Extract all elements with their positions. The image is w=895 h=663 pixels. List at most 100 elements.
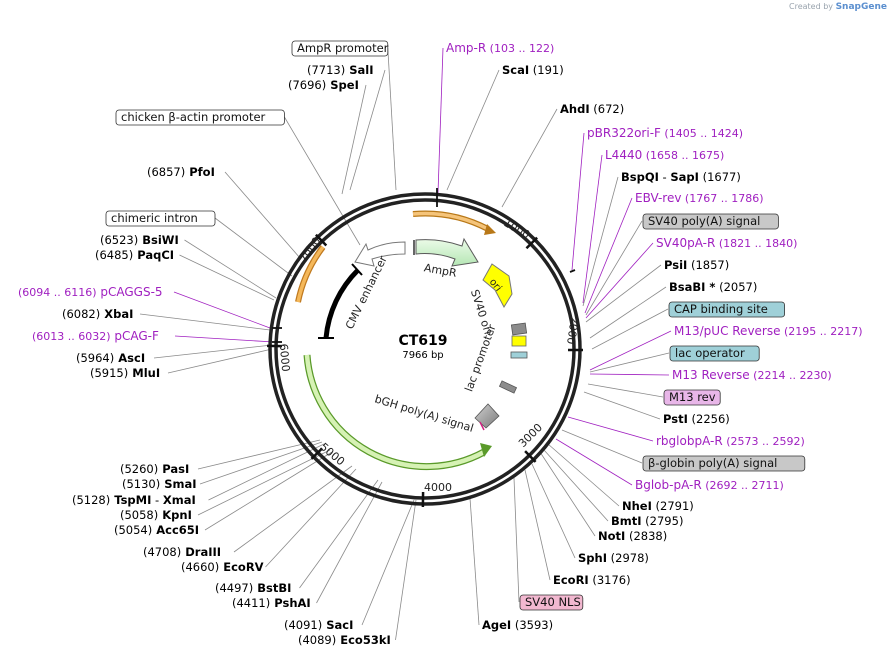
- label-m13-rev[interactable]: M13 rev: [663, 389, 721, 406]
- enzyme-label: (5054) Acc65I: [114, 523, 199, 537]
- feature-label-text: CAP binding site: [674, 302, 768, 316]
- leader-line: [589, 373, 670, 376]
- label-ecorv[interactable]: (4660) EcoRV: [181, 560, 264, 574]
- feature-label-text: AmpR promoter: [297, 41, 389, 55]
- label-l4440[interactable]: L4440 (1658 .. 1675): [605, 148, 724, 162]
- label-kpni[interactable]: (5058) KpnI: [120, 508, 192, 522]
- label-ampr-promoter[interactable]: AmpR promoter: [291, 40, 389, 57]
- leader-line: [437, 47, 444, 194]
- primer-label: (6013 .. 6032) pCAG-F: [32, 329, 159, 343]
- primer-label: (6094 .. 6116) pCAGGS-5: [18, 285, 163, 299]
- primer-label: SV40pA-R (1821 .. 1840): [656, 236, 797, 250]
- label-smai[interactable]: (5130) SmaI: [122, 477, 197, 491]
- enzyme-label: PsiI (1857): [664, 258, 729, 272]
- enzyme-label: (6857) PfoI: [147, 165, 215, 179]
- label-amp-r[interactable]: Amp-R (103 .. 122): [446, 41, 554, 55]
- ruler-tick-3000: [524, 450, 537, 463]
- enzyme-label: BsaBI * (2057): [669, 280, 757, 294]
- label-cap-binding-site[interactable]: CAP binding site: [668, 301, 785, 318]
- ruler-label-6000: 6000: [277, 343, 292, 372]
- label-agei[interactable]: AgeI (3593): [482, 618, 553, 632]
- promoter-small-arrow: [354, 241, 406, 267]
- leader-line: [265, 468, 357, 568]
- label-bsabi-[interactable]: BsaBI * (2057): [669, 280, 757, 294]
- inner-label-ampr: AmpR: [423, 261, 458, 280]
- label-rbglobpa-r[interactable]: rbglobpA-R (2573 .. 2592): [656, 434, 805, 448]
- label-bsiwi[interactable]: (6523) BsiWI: [100, 233, 179, 247]
- enzyme-label: (5915) MluI: [90, 366, 160, 380]
- leader-line: [361, 499, 415, 626]
- label-saci[interactable]: (4091) SacI: [284, 618, 353, 632]
- label-noti[interactable]: NotI (2838): [598, 529, 667, 543]
- label-pcag-f[interactable]: (6013 .. 6032) pCAG-F: [32, 329, 159, 343]
- leader-line: [583, 391, 661, 420]
- label-pasi[interactable]: (5260) PasI: [120, 462, 189, 476]
- label-spei[interactable]: (7696) SpeI: [288, 78, 359, 92]
- label-nhei[interactable]: NheI (2791): [622, 499, 694, 513]
- label--globin-poly-a-signal[interactable]: β-globin poly(A) signal: [642, 455, 806, 472]
- enzyme-label: (7696) SpeI: [288, 78, 359, 92]
- primer-label: rbglobpA-R (2573 .. 2592): [656, 434, 805, 448]
- label-mlui[interactable]: (5915) MluI: [90, 366, 160, 380]
- label-m13-puc-reverse[interactable]: M13/pUC Reverse (2195 .. 2217): [674, 324, 863, 338]
- ampr-feature-arrow: [415, 237, 479, 267]
- label-chimeric-intron[interactable]: chimeric intron: [105, 210, 216, 227]
- label-bstbi[interactable]: (4497) BstBI: [215, 581, 291, 595]
- label-ahdi[interactable]: AhdI (672): [560, 102, 624, 116]
- label-ebv-rev[interactable]: EBV-rev (1767 .. 1786): [635, 191, 764, 205]
- leader-line: [539, 451, 596, 537]
- label-bglob-pa-r[interactable]: Bglob-pA-R (2692 .. 2711): [635, 478, 784, 492]
- leader-line: [585, 264, 662, 323]
- label-sphi[interactable]: SphI (2978): [578, 551, 649, 565]
- label-chicken-actin-promoter[interactable]: chicken β-actin promoter: [115, 109, 285, 126]
- label-paqci[interactable]: (6485) PaqCI: [95, 248, 174, 262]
- ampr-promoter-arrowhead: [484, 224, 496, 235]
- leader-line: [589, 330, 672, 371]
- label-lac-operator[interactable]: lac operator: [669, 345, 760, 362]
- label-draiii[interactable]: (4708) DraIII: [143, 545, 221, 559]
- label-eco53ki[interactable]: (4089) Eco53kI: [298, 633, 391, 647]
- label-psti[interactable]: PstI (2256): [663, 412, 730, 426]
- enzyme-label: (6082) XbaI: [62, 307, 133, 321]
- enzyme-label: AhdI (672): [560, 102, 624, 116]
- enzyme-label: (4411) PshAI: [232, 596, 311, 610]
- label-bmti[interactable]: BmtI (2795): [611, 514, 683, 528]
- label-pfoi[interactable]: (6857) PfoI: [147, 165, 215, 179]
- leader-line: [387, 47, 397, 191]
- label-sv40pa-r[interactable]: SV40pA-R (1821 .. 1840): [656, 236, 797, 250]
- label-pshai[interactable]: (4411) PshAI: [232, 596, 311, 610]
- leader-line: [179, 254, 275, 301]
- label-sv40-poly-a-signal[interactable]: SV40 poly(A) signal: [642, 213, 779, 230]
- primer-label: EBV-rev (1767 .. 1786): [635, 191, 764, 205]
- label-pbr322ori-f[interactable]: pBR322ori-F (1405 .. 1424): [587, 126, 743, 140]
- enzyme-label: (6485) PaqCI: [95, 248, 174, 262]
- lac-operator-box: [510, 351, 528, 359]
- leader-line: [555, 438, 633, 486]
- ori-feature-arrow: [482, 263, 513, 309]
- enzyme-label: NotI (2838): [598, 529, 667, 543]
- leader-line: [567, 416, 654, 442]
- feature-label-text: SV40 poly(A) signal: [648, 214, 760, 228]
- label-acc65i[interactable]: (5054) Acc65I: [114, 523, 199, 537]
- leader-line: [208, 443, 325, 501]
- feature-label-text: SV40 NLS: [525, 595, 581, 609]
- label-scai[interactable]: ScaI (191): [502, 63, 564, 77]
- label-sali[interactable]: (7713) SalI: [307, 63, 374, 77]
- label-psii[interactable]: PsiI (1857): [664, 258, 729, 272]
- label-xbai[interactable]: (6082) XbaI: [62, 307, 133, 321]
- leader-line: [446, 69, 500, 191]
- label-bspqi[interactable]: BspQI - SapI (1677): [621, 170, 741, 184]
- label-tspmi[interactable]: (5128) TspMI - XmaI: [72, 493, 196, 507]
- beta-globin-polya-arrow: [474, 403, 500, 429]
- ruler-tick-1000: [525, 236, 538, 250]
- label-m13-reverse[interactable]: M13 Reverse (2214 .. 2230): [672, 368, 832, 382]
- bgh-polya-arrowhead: [480, 443, 492, 457]
- label-asci[interactable]: (5964) AscI: [76, 351, 145, 365]
- leader-line: [199, 441, 323, 485]
- feature-label-text: lac operator: [675, 346, 745, 360]
- label-pcaggs-5[interactable]: (6094 .. 6116) pCAGGS-5: [18, 285, 163, 299]
- label-ecori[interactable]: EcoRI (3176): [553, 573, 631, 587]
- label-sv40-nls[interactable]: SV40 NLS: [519, 594, 584, 611]
- feature-label-text: chicken β-actin promoter: [121, 110, 266, 124]
- enzyme-label: BmtI (2795): [611, 514, 683, 528]
